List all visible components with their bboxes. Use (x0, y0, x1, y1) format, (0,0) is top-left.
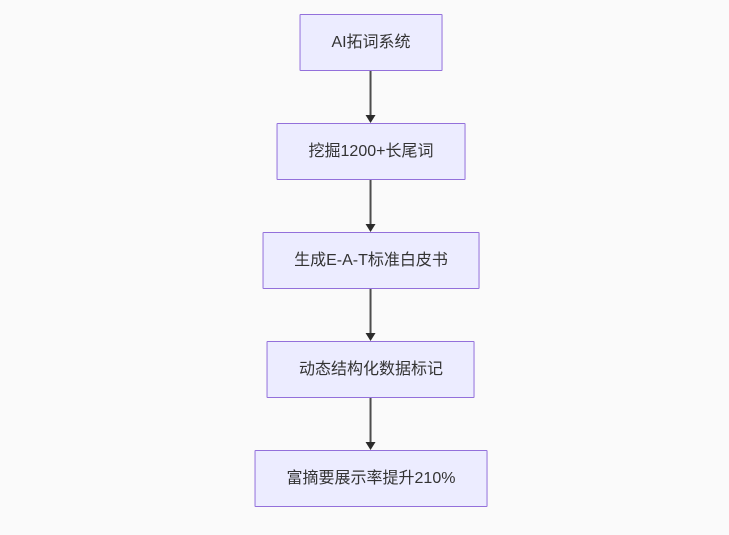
flow-edge-2 (366, 180, 376, 232)
flow-node-longtail-keywords: 挖掘1200+长尾词 (276, 123, 466, 180)
flow-node-label: 富摘要展示率提升210% (286, 469, 456, 487)
flow-node-ai-system: AI拓词系统 (299, 14, 443, 71)
arrowhead-down-icon (366, 442, 376, 450)
arrowhead-down-icon (366, 333, 376, 341)
flow-node-rich-snippet-result: 富摘要展示率提升210% (254, 450, 488, 507)
arrowhead-down-icon (366, 115, 376, 123)
arrowhead-down-icon (366, 224, 376, 232)
flowchart: AI拓词系统 挖掘1200+长尾词 生成E-A-T标准白皮书 动态结构化数据标记 (254, 14, 488, 507)
flow-node-eat-whitepaper: 生成E-A-T标准白皮书 (262, 232, 480, 289)
flow-node-structured-data: 动态结构化数据标记 (266, 341, 475, 398)
flow-edge-1 (366, 71, 376, 123)
edge-line (370, 71, 372, 116)
edge-line (370, 180, 372, 225)
flow-edge-4 (366, 398, 376, 450)
edge-line (370, 289, 372, 334)
edge-line (370, 398, 372, 443)
flow-node-label: 动态结构化数据标记 (298, 360, 443, 378)
flow-node-label: 挖掘1200+长尾词 (308, 142, 434, 160)
flow-node-label: 生成E-A-T标准白皮书 (294, 251, 448, 269)
flow-edge-3 (366, 289, 376, 341)
flow-node-label: AI拓词系统 (331, 33, 411, 51)
